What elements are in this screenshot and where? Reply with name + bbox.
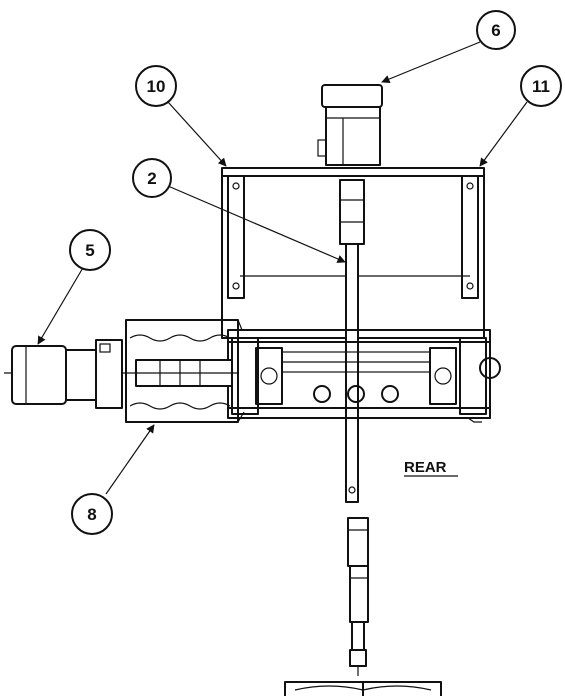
rear-label-text: REAR [404,459,447,476]
top-motor [317,84,383,166]
lower-shaft-extension [347,517,369,676]
callout-6: 6 [476,10,516,50]
callout-6-label: 6 [491,21,500,40]
callout-8: 8 [71,493,113,535]
callout-8-label: 8 [87,505,96,524]
callout-10: 10 [135,65,177,107]
leader-lines [37,41,528,495]
callout-2: 2 [132,158,172,198]
callout-5: 5 [69,229,111,271]
drive-guard [125,319,245,423]
agitator-shaft [339,179,365,503]
rear-label: REAR [404,459,458,477]
horizontal-drive-shaft [4,359,238,387]
callout-2-label: 2 [147,169,156,188]
callout-11: 11 [520,65,562,107]
side-motor [11,339,123,409]
callout-10-label: 10 [147,77,166,96]
callout-11-label: 11 [532,77,550,96]
auger-assembly [227,329,501,423]
bottom-fitting [284,681,442,696]
callout-5-label: 5 [85,241,94,260]
